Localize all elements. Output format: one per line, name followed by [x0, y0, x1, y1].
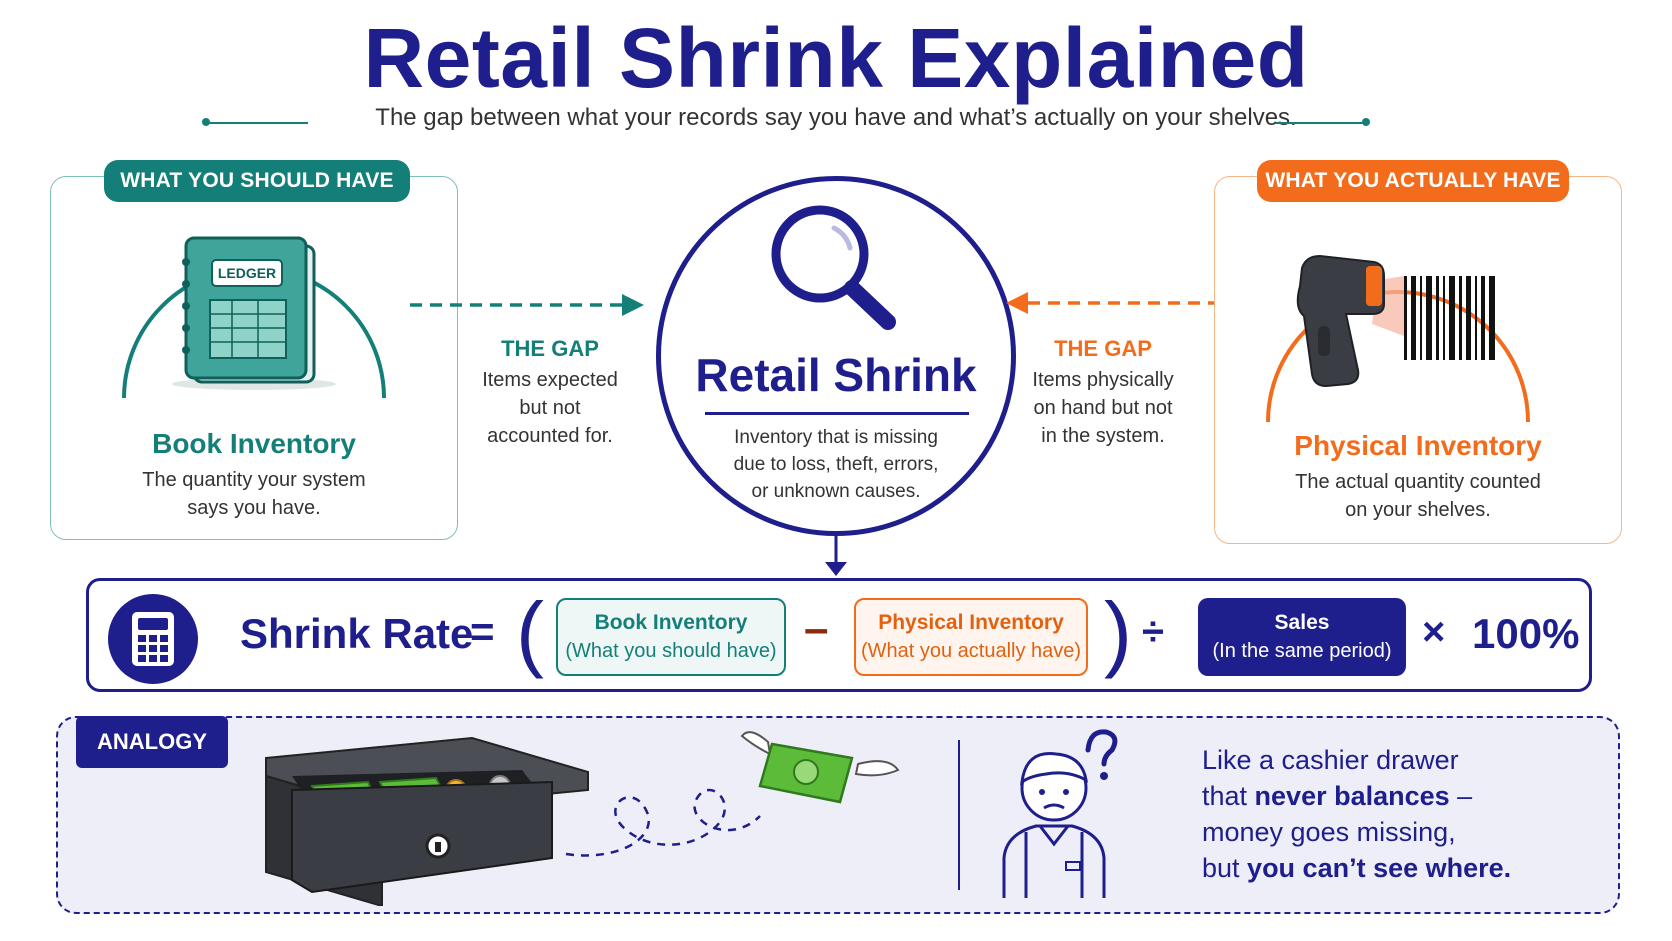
minus-sign: – — [804, 604, 829, 653]
subtitle-dot-left — [202, 118, 210, 126]
ledger-icon: LEDGER — [122, 236, 386, 399]
physical-term-main: Physical Inventory — [878, 611, 1064, 634]
gap-left-line-1: Items expected — [482, 369, 618, 391]
book-inventory-title: Book Inventory — [152, 428, 356, 459]
divide-sign: ÷ — [1142, 610, 1164, 654]
gap-right-title: THE GAP — [1054, 336, 1152, 361]
close-paren: ) — [1104, 585, 1132, 679]
shrink-rate-label: Shrink Rate — [240, 610, 474, 657]
physical-term-sub: (What you actually have) — [860, 640, 1082, 662]
should-have-badge: WHAT YOU SHOULD HAVE — [104, 160, 410, 202]
analogy-line-3: money goes missing, — [1202, 817, 1456, 847]
gap-left-line-2: but not — [519, 397, 581, 419]
open-paren: ( — [516, 585, 544, 679]
book-term-main: Book Inventory — [594, 611, 748, 634]
arrow-right-teal — [410, 294, 644, 316]
ledger-label: LEDGER — [218, 265, 276, 281]
book-inventory-desc-1: The quantity your system — [142, 469, 366, 491]
retail-shrink-title: Retail Shrink — [695, 349, 977, 401]
sales-term-sub: (In the same period) — [1212, 640, 1392, 662]
analogy-line-4: but you can’t see where. — [1202, 850, 1582, 886]
analogy-divider — [958, 740, 960, 890]
equals-sign: = — [470, 608, 495, 655]
gap-right-line-3: in the system. — [1041, 425, 1165, 447]
physical-inventory-desc-2: on your shelves. — [1345, 499, 1491, 521]
sales-term-main: Sales — [1274, 611, 1330, 634]
gap-left-line-3: accounted for. — [487, 425, 613, 447]
physical-inventory-term: Physical Inventory (What you actually ha… — [854, 598, 1088, 676]
analogy-text: Like a cashier drawer that never balance… — [1202, 742, 1582, 886]
book-inventory-desc-2: says you have. — [187, 497, 321, 519]
barcode-scanner-icon — [1266, 254, 1530, 423]
subtitle: The gap between what your records say yo… — [375, 104, 1297, 131]
subtitle-rule-right — [1276, 122, 1366, 124]
hundred-percent: 100% — [1472, 610, 1580, 657]
confused-cashier-icon — [1002, 729, 1118, 898]
center-desc-1: Inventory that is missing — [734, 427, 938, 448]
actually-have-badge: WHAT YOU ACTUALLY HAVE — [1257, 160, 1569, 202]
multiply-sign: × — [1422, 610, 1446, 654]
flying-money-icon — [740, 731, 900, 804]
book-term-sub: (What you should have) — [565, 640, 777, 662]
physical-inventory-desc-1: The actual quantity counted — [1295, 471, 1541, 493]
page-title: Retail Shrink Explained — [363, 11, 1309, 105]
physical-inventory-title: Physical Inventory — [1294, 430, 1542, 461]
magnifier-icon — [771, 205, 896, 330]
gap-right-line-2: on hand but not — [1033, 397, 1173, 419]
analogy-line-4-bold: you can’t see where. — [1247, 853, 1512, 883]
center-desc-3: or unknown causes. — [751, 481, 921, 502]
center-rule — [705, 412, 969, 415]
analogy-line-1: Like a cashier drawer — [1202, 745, 1459, 775]
subtitle-dot-right — [1362, 118, 1370, 126]
analogy-line-2-bold: never balances — [1254, 781, 1450, 811]
analogy-line-2: that never balances – — [1202, 778, 1582, 814]
calculator-icon — [132, 612, 174, 666]
center-desc-2: due to loss, theft, errors, — [733, 454, 939, 475]
book-inventory-term: Book Inventory (What you should have) — [556, 598, 786, 676]
money-trail-path — [565, 788, 761, 857]
subtitle-rule-left — [206, 122, 308, 124]
sales-term: Sales (In the same period) — [1198, 598, 1406, 676]
analogy-line-4-pre: but — [1202, 853, 1248, 883]
analogy-line-2-post: – — [1449, 781, 1473, 811]
gap-right-line-1: Items physically — [1032, 369, 1174, 391]
arrow-down-navy — [825, 534, 847, 576]
gap-left-title: THE GAP — [501, 336, 599, 361]
cash-drawer-icon — [265, 736, 589, 906]
analogy-line-2-pre: that — [1202, 781, 1255, 811]
retail-shrink-circle — [656, 176, 1016, 536]
analogy-tag: ANALOGY — [76, 716, 228, 768]
